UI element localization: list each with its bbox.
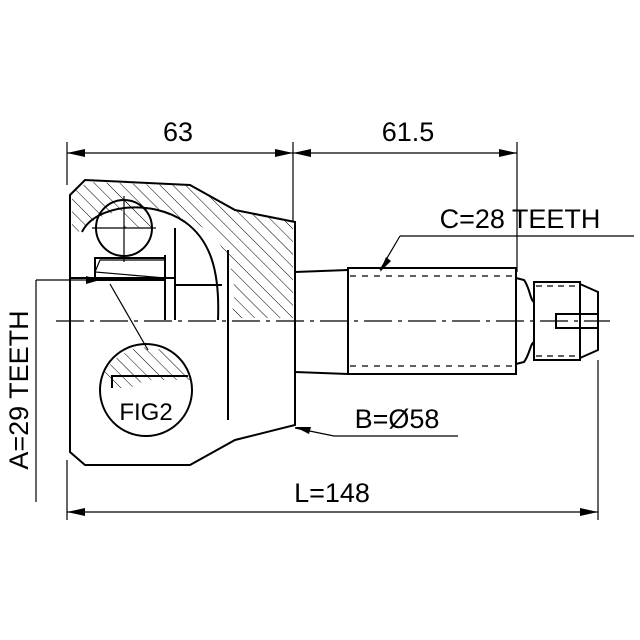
callout-a: A=29 TEETH: [4, 276, 100, 502]
callout-b-label: B=Ø58: [355, 404, 440, 434]
dimension-overall-length: L=148: [66, 360, 599, 520]
fig2-label: FIG2: [119, 399, 172, 426]
callout-c: C=28 TEETH: [379, 204, 634, 272]
dimension-61-5-label: 61.5: [382, 117, 435, 147]
detail-fig2: FIG2: [99, 283, 193, 437]
callout-c-label: C=28 TEETH: [440, 204, 601, 234]
callout-a-label: A=29 TEETH: [4, 310, 34, 469]
dimension-63: 63: [66, 117, 294, 222]
callout-b: B=Ø58: [294, 404, 458, 437]
overall-length-label: L=148: [294, 478, 370, 508]
dimension-61-5: 61.5: [293, 117, 518, 272]
dimension-63-label: 63: [163, 117, 193, 147]
outer-housing: [69, 178, 296, 466]
